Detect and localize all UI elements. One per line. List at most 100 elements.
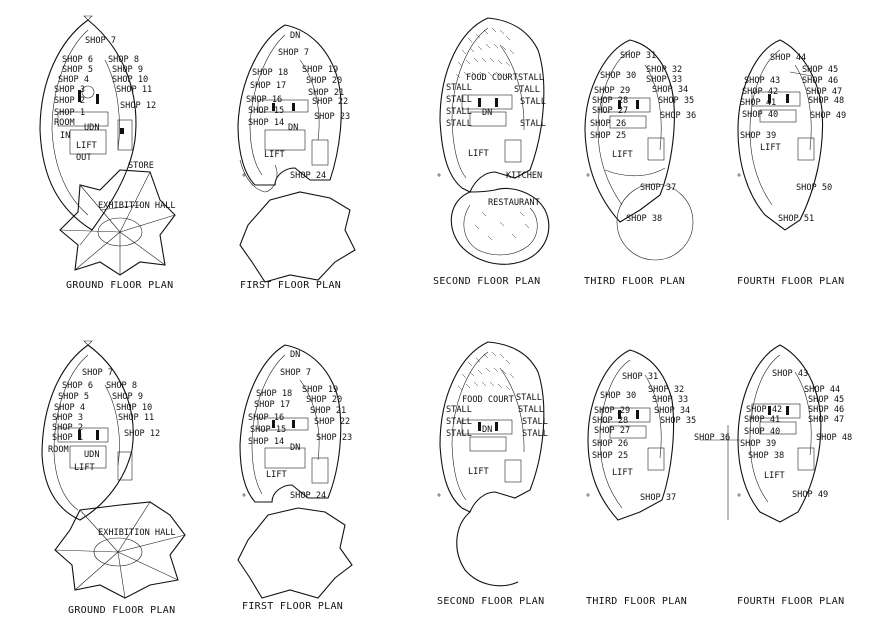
room-label: SHOP 1: [52, 433, 83, 443]
plan-ground-floor-2: [41, 340, 186, 599]
room-label: SHOP 18: [252, 68, 288, 78]
room-label: SHOP 25: [592, 451, 628, 461]
room-label: STALL: [446, 429, 472, 439]
plan-first-floor-2: [237, 344, 353, 599]
room-label: SHOP 7: [280, 368, 311, 378]
room-label: SHOP 51: [778, 214, 814, 224]
plan-caption: SECOND FLOOR PLAN: [433, 276, 540, 287]
room-label: LIFT: [760, 143, 781, 153]
room-label: LIFT: [76, 141, 97, 151]
room-label: SHOP 41: [744, 415, 780, 425]
room-label: STALL: [518, 73, 544, 83]
room-label: SHOP 48: [816, 433, 852, 443]
plan-caption: FIRST FLOOR PLAN: [242, 601, 343, 612]
room-label: SHOP 6: [62, 381, 93, 391]
room-label: SHOP 15: [250, 425, 286, 435]
room-label: STALL: [516, 393, 542, 403]
room-label: SHOP 49: [792, 490, 828, 500]
room-label: LIFT: [266, 470, 287, 480]
room-label: SHOP 35: [658, 96, 694, 106]
room-label: SHOP 18: [256, 389, 292, 399]
plan-third-floor-2: [587, 349, 675, 521]
room-label: SHOP 35: [660, 416, 696, 426]
room-label: SHOP 21: [308, 88, 344, 98]
room-label: SHOP 42: [742, 87, 778, 97]
room-label: SHOP 24: [290, 171, 326, 181]
room-label: SHOP 21: [310, 406, 346, 416]
room-label: SHOP 17: [254, 400, 290, 410]
room-label: SHOP 28: [592, 96, 628, 106]
room-label: SHOP 8: [106, 381, 137, 391]
room-label: LIFT: [764, 471, 785, 481]
room-label: UDN: [84, 123, 100, 133]
room-label: SHOP 31: [620, 51, 656, 61]
room-label: SHOP 40: [742, 110, 778, 120]
room-label: SHOP 11: [116, 85, 152, 95]
room-label: SHOP 39: [740, 439, 776, 449]
room-label: SHOP 31: [622, 372, 658, 382]
room-label: SHOP 20: [306, 76, 342, 86]
room-label: DN: [482, 108, 492, 118]
room-label: SHOP 30: [600, 71, 636, 81]
room-label: FOOD COURT: [462, 395, 514, 405]
room-label: SHOP 33: [646, 75, 682, 85]
room-label: SHOP 27: [594, 426, 630, 436]
room-label: DN: [290, 350, 300, 360]
room-label: SHOP 5: [62, 65, 93, 75]
room-label: SHOP 41: [740, 98, 776, 108]
room-label: SHOP 5: [58, 392, 89, 402]
plan-caption: SECOND FLOOR PLAN: [437, 596, 544, 607]
room-label: SHOP 38: [748, 451, 784, 461]
room-label: EXHIBITION HALL: [98, 528, 176, 538]
room-label: SHOP 11: [118, 413, 154, 423]
room-label: LIFT: [468, 467, 489, 477]
room-label: SHOP 1: [54, 108, 85, 118]
room-label: STALL: [522, 429, 548, 439]
room-label: LIFT: [468, 149, 489, 159]
plan-third-floor-1: [584, 39, 694, 261]
room-label: SHOP 37: [640, 493, 676, 503]
room-label: SHOP 10: [116, 403, 152, 413]
plan-caption: FIRST FLOOR PLAN: [240, 280, 341, 291]
room-label: STALL: [520, 97, 546, 107]
room-label: SHOP 7: [278, 48, 309, 58]
room-label: SHOP 36: [660, 111, 696, 121]
room-label: KITCHEN: [506, 171, 542, 181]
room-label: SHOP 32: [646, 65, 682, 75]
room-label: SHOP 6: [62, 55, 93, 65]
room-label: STALL: [446, 405, 472, 415]
room-label: SHOP 23: [316, 433, 352, 443]
room-label: SHOP 46: [802, 76, 838, 86]
room-label: SHOP 10: [112, 75, 148, 85]
room-label: LIFT: [612, 468, 633, 478]
room-label: SHOP 9: [112, 392, 143, 402]
room-label: SHOP 40: [744, 427, 780, 437]
room-label: RESTAURANT: [488, 198, 540, 208]
reference-marks: [242, 173, 741, 497]
room-label: SHOP 26: [592, 439, 628, 449]
room-label: STALL: [446, 95, 472, 105]
room-label: STALL: [446, 83, 472, 93]
room-label: SHOP 44: [804, 385, 840, 395]
room-label: SHOP 20: [306, 395, 342, 405]
room-label: LIFT: [612, 150, 633, 160]
room-label: SHOP 19: [302, 65, 338, 75]
room-label: SHOP 16: [248, 413, 284, 423]
room-label: SHOP 47: [806, 87, 842, 97]
plan-second-floor-2: [439, 341, 545, 587]
room-label: SHOP 50: [796, 183, 832, 193]
room-label: SHOP 12: [124, 429, 160, 439]
room-label: SHOP 38: [626, 214, 662, 224]
room-label: STORE: [128, 161, 154, 171]
room-label: SHOP 34: [654, 406, 690, 416]
room-label: SHOP 3: [52, 413, 83, 423]
room-label: SHOP 19: [302, 385, 338, 395]
room-label: DN: [290, 443, 300, 453]
room-label: IN: [60, 131, 70, 141]
room-label: SHOP 36: [694, 433, 730, 443]
room-label: ROOM: [48, 445, 69, 455]
plan-caption: THIRD FLOOR PLAN: [584, 276, 685, 287]
room-label: STALL: [446, 107, 472, 117]
